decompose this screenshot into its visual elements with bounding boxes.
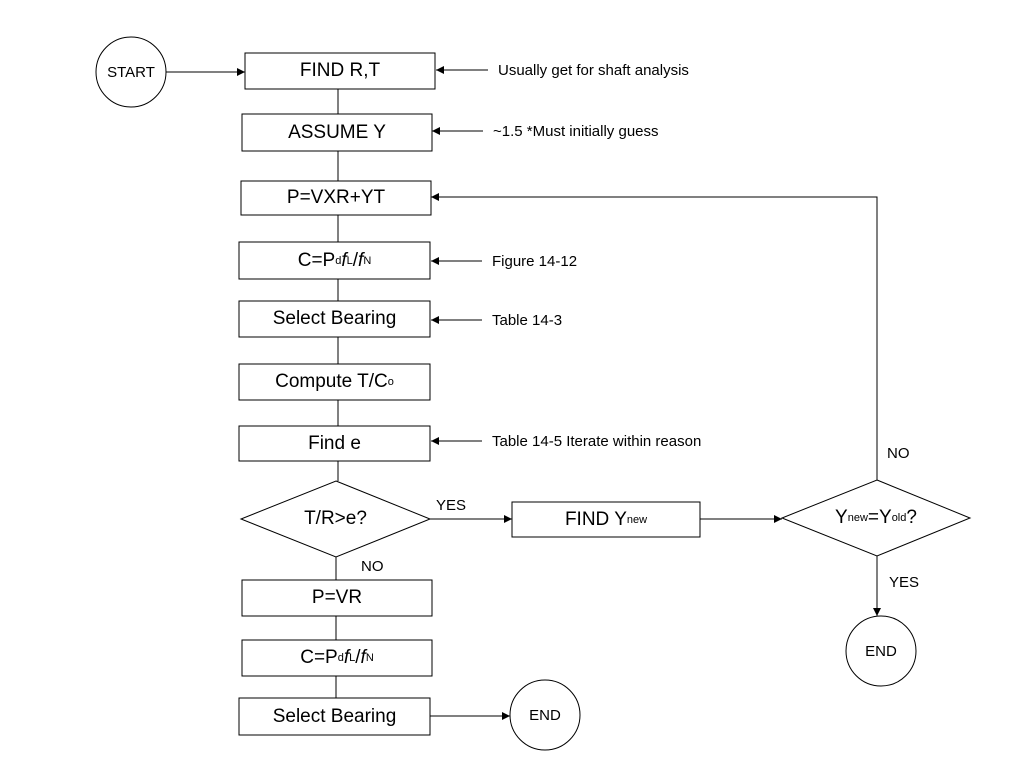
end-circle-1 [509,679,581,751]
find-e-box [238,425,431,462]
formula-f: f [341,249,347,271]
select-bearing-label-1: Select Bearing [272,308,397,329]
select-bearing-box-1 [238,300,431,338]
formula-f: f [358,249,364,271]
formula-c: C=P [300,647,338,668]
annotation-c-formula: Figure 14-12 [492,253,578,270]
edge-label-yes: YES [436,497,467,514]
c-formula-box-1 [238,241,431,280]
select-bearing-box-2 [238,697,431,736]
p-vxr-yt-box [240,180,432,216]
annotation-select-bearing: Table 14-3 [492,312,563,329]
annotation-assume-y: ~1.5 *Must initially guess [493,123,659,140]
arrow-no-loop-back [431,193,878,480]
annotation-find-e: Table 14-5 Iterate within reason [492,433,702,450]
end-circle-2 [845,615,917,687]
findy-main: FIND Y [564,508,627,530]
find-rt-label: FIND R,T [299,60,381,81]
dy-q: ? [906,507,917,528]
compute-tco-box [238,363,431,401]
p-vr-box [241,579,433,617]
formula-slash: / [355,647,361,668]
decision-tr-label: T/R>e? [304,508,367,529]
edge-label-yes: YES [889,574,920,591]
start-label: START [107,63,155,81]
edge-label-no: NO [887,445,910,462]
dy-eq: =Y [867,507,892,528]
formula-f: f [343,647,350,668]
annotation-find-rt: Usually get for shaft analysis [498,62,689,79]
c-formula-box-2 [241,639,433,677]
p-vr-label: P=VR [311,587,363,608]
select-bearing-label-2: Select Bearing [272,705,397,727]
assume-y-label: ASSUME Y [288,121,386,143]
edge-label-no: NO [361,558,384,575]
p-vxr-yt-label: P=VXR+YT [286,187,386,208]
formula-c: C=P [297,249,336,271]
end-label-2: END [865,642,897,660]
formula-f: f [360,647,366,668]
find-rt-box [244,52,436,90]
find-e-label: Find e [308,432,361,454]
formula-slash: / [352,249,359,271]
assume-y-box [241,113,433,152]
dy-y1: Y [835,507,848,528]
compute-main: Compute T/C [275,371,388,392]
end-label-1: END [529,706,561,724]
